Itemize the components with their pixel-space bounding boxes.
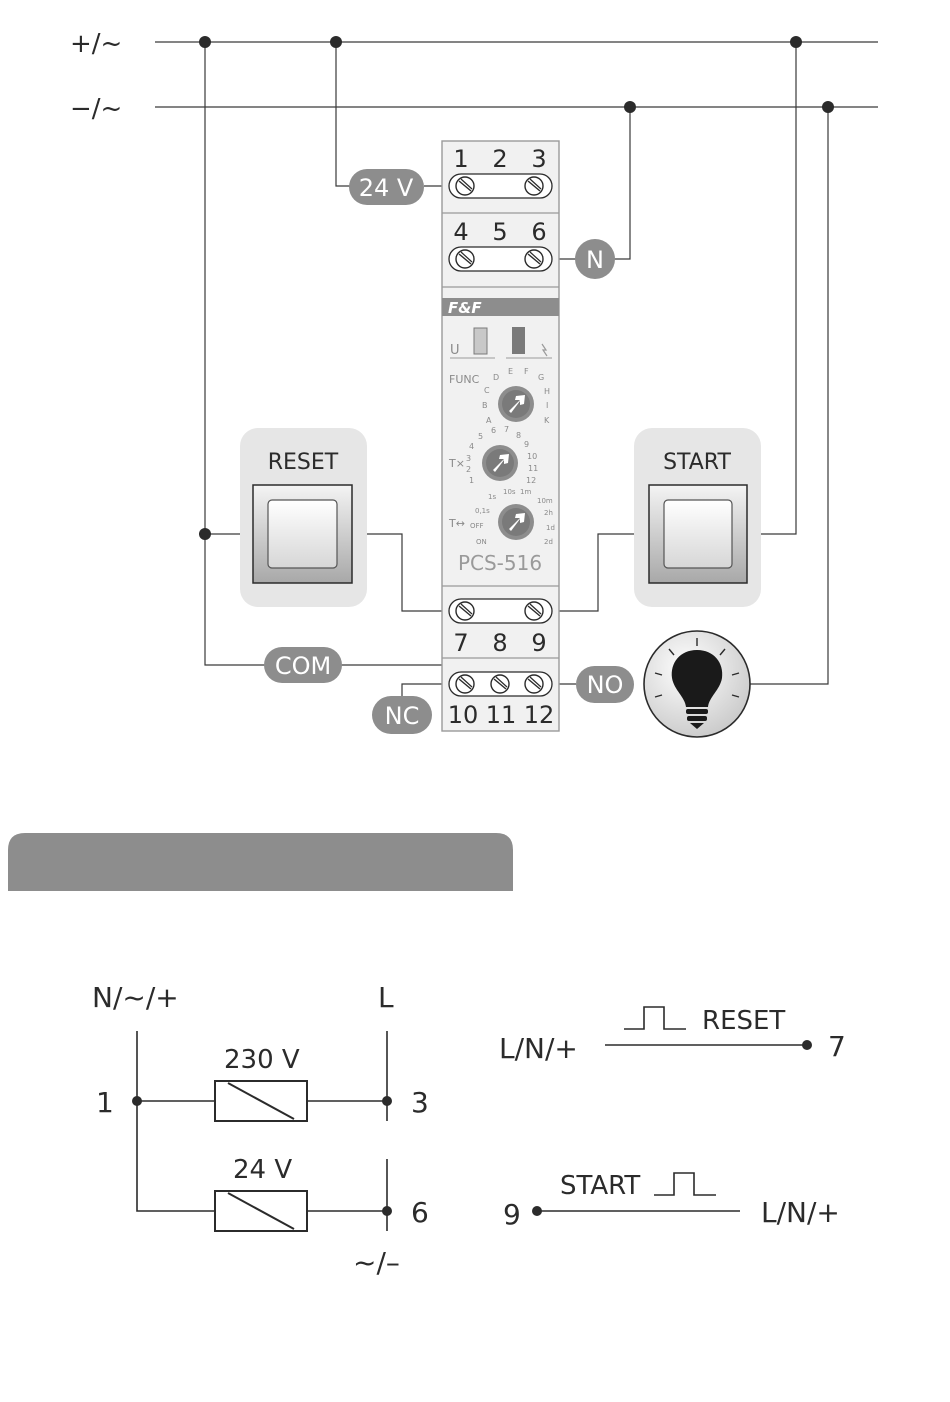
scale-mark: K (544, 416, 550, 425)
reset-source-label: L/N/+ (499, 1032, 578, 1065)
scale-mark: H (544, 387, 550, 396)
tag-text: COM (275, 652, 331, 680)
terminal-label: 9 (531, 629, 546, 657)
coil-230v-label: 230 V (224, 1045, 300, 1075)
relay-led (512, 327, 525, 354)
node-1-label: 1 (96, 1086, 114, 1119)
tag-n: N (575, 239, 615, 279)
tag-com: COM (264, 647, 342, 683)
terminal-label: 11 (486, 701, 517, 729)
coil-24v-label: 24 V (233, 1155, 292, 1185)
scale-mark: C (484, 386, 490, 395)
terminal-label: 3 (531, 145, 546, 173)
scale-mark: 2d (544, 538, 553, 546)
terminal-labels-row4: 10 11 12 (448, 701, 555, 729)
func-knob[interactable] (498, 386, 534, 422)
terminal-label: 12 (524, 701, 555, 729)
schematic-right-label: L (378, 981, 394, 1014)
terminal-label: 2 (492, 145, 507, 173)
tx-label: T× (448, 457, 465, 470)
scale-mark: 1m (520, 488, 531, 496)
start-signal-diagram: 9 START L/N/+ (503, 1171, 840, 1231)
terminal-label: 7 (453, 629, 468, 657)
scale-mark: 0,1s (475, 507, 490, 515)
tag-no: NO (576, 666, 634, 703)
terminal-label: 8 (492, 629, 507, 657)
brand-logo: F&F (448, 299, 482, 317)
tx-knob[interactable] (482, 445, 518, 481)
terminal-label: 5 (492, 218, 507, 246)
scale-mark: 9 (524, 440, 529, 449)
schematic-left-label: N/~/+ (92, 981, 179, 1014)
terminal-labels-row3: 7 8 9 (453, 629, 546, 657)
scale-mark: 11 (528, 464, 538, 473)
schematic-bottom-label: ~/– (353, 1246, 400, 1279)
reset-signal-label: RESET (702, 1006, 785, 1036)
terminal-9-label: 9 (503, 1198, 521, 1231)
reset-pushbutton[interactable]: RESET (240, 428, 367, 607)
scale-mark: 1d (546, 524, 555, 532)
supply-plus-label: +/~ (70, 29, 122, 59)
tt-label: T↔ (448, 517, 465, 530)
scale-mark: 10 (527, 452, 537, 461)
func-label: FUNC (449, 373, 480, 386)
terminal-labels-row2: 4 5 6 (453, 218, 546, 246)
scale-mark: D (493, 373, 499, 382)
scale-mark: A (486, 416, 492, 425)
scale-mark: 1s (488, 493, 496, 501)
node-3-label: 3 (411, 1086, 429, 1119)
scale-mark: ON (476, 538, 487, 546)
scale-mark: B (482, 401, 488, 410)
terminal-labels-row1: 1 2 3 (453, 145, 546, 173)
tag-text: NO (587, 671, 624, 699)
terminal-label: 4 (453, 218, 468, 246)
scale-mark: 8 (516, 431, 521, 440)
tag-text: N (586, 246, 604, 274)
relay-device: 1 2 3 4 5 6 7 8 9 10 11 12 (442, 141, 559, 731)
scale-mark: 10m (537, 497, 553, 505)
scale-mark: 1 (469, 476, 474, 485)
scale-mark: OFF (470, 522, 484, 530)
terminal-label: 10 (448, 701, 479, 729)
supply-minus-label: −/~ (70, 94, 122, 124)
scale-mark: G (538, 373, 544, 382)
model-label: PCS-516 (458, 551, 542, 575)
supply-schematic: N/~/+ L 1 3 6 230 V 24 V ~/– (92, 981, 429, 1279)
indicator-u-label: U (450, 343, 460, 358)
tag-nc: NC (372, 696, 432, 734)
reset-signal-diagram: L/N/+ RESET 7 (499, 1006, 846, 1065)
scale-mark: 12 (526, 476, 536, 485)
start-source-label: L/N/+ (761, 1196, 840, 1229)
scale-mark: 10s (503, 488, 516, 496)
scale-mark: 2 (466, 465, 471, 474)
terminal-7-label: 7 (828, 1030, 846, 1063)
scale-mark: 2h (544, 509, 553, 517)
scale-mark: 5 (478, 432, 483, 441)
scale-mark: 4 (469, 442, 474, 451)
tt-knob[interactable] (498, 504, 534, 540)
scale-mark: F (524, 367, 529, 376)
start-signal-label: START (560, 1171, 640, 1201)
power-led (474, 328, 487, 354)
tag-text: NC (385, 702, 420, 730)
lamp-icon (644, 631, 750, 737)
scale-mark: I (546, 401, 548, 410)
scale-mark: 7 (504, 425, 509, 434)
terminal-label: 6 (531, 218, 546, 246)
node-6-label: 6 (411, 1196, 429, 1229)
tag-text: 24 V (359, 174, 414, 202)
reset-label: RESET (268, 450, 339, 475)
section-banner (8, 833, 513, 891)
start-label: START (663, 450, 731, 475)
scale-mark: 6 (491, 426, 496, 435)
tag-24v: 24 V (349, 169, 424, 205)
start-pushbutton[interactable]: START (634, 428, 761, 607)
scale-mark: 3 (466, 454, 471, 463)
scale-mark: E (508, 367, 513, 376)
terminal-label: 1 (453, 145, 468, 173)
